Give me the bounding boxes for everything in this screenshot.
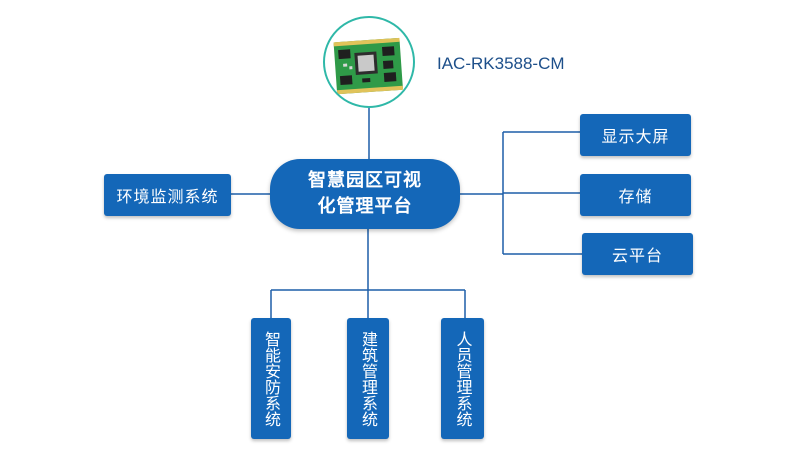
personnel-management-label: 人员管理系统 [453,330,473,427]
cloud-platform-box: 云平台 [582,233,693,275]
storage-box: 存储 [580,174,691,216]
personnel-management-box: 人员管理系统 [441,318,484,439]
smart-security-label: 智能安防系统 [262,330,281,427]
environment-monitoring-label: 环境监测系统 [116,187,219,206]
building-management-label: 建筑管理系统 [359,330,378,427]
central-platform-line1: 智慧园区可视 [308,170,422,191]
cloud-platform-label: 云平台 [611,246,663,265]
module-image-circle [323,16,415,108]
storage-label: 存储 [618,187,653,206]
building-management-box: 建筑管理系统 [347,318,389,439]
smart-security-box: 智能安防系统 [251,318,291,439]
som-board-icon [333,37,404,95]
central-platform-line2: 化管理平台 [317,196,413,217]
central-platform-box: 智慧园区可视 化管理平台 [270,159,460,229]
display-screen-label: 显示大屏 [601,127,670,146]
environment-monitoring-box: 环境监测系统 [104,174,231,216]
display-screen-box: 显示大屏 [580,114,691,156]
module-label: IAC-RK3588-CM [437,54,565,73]
